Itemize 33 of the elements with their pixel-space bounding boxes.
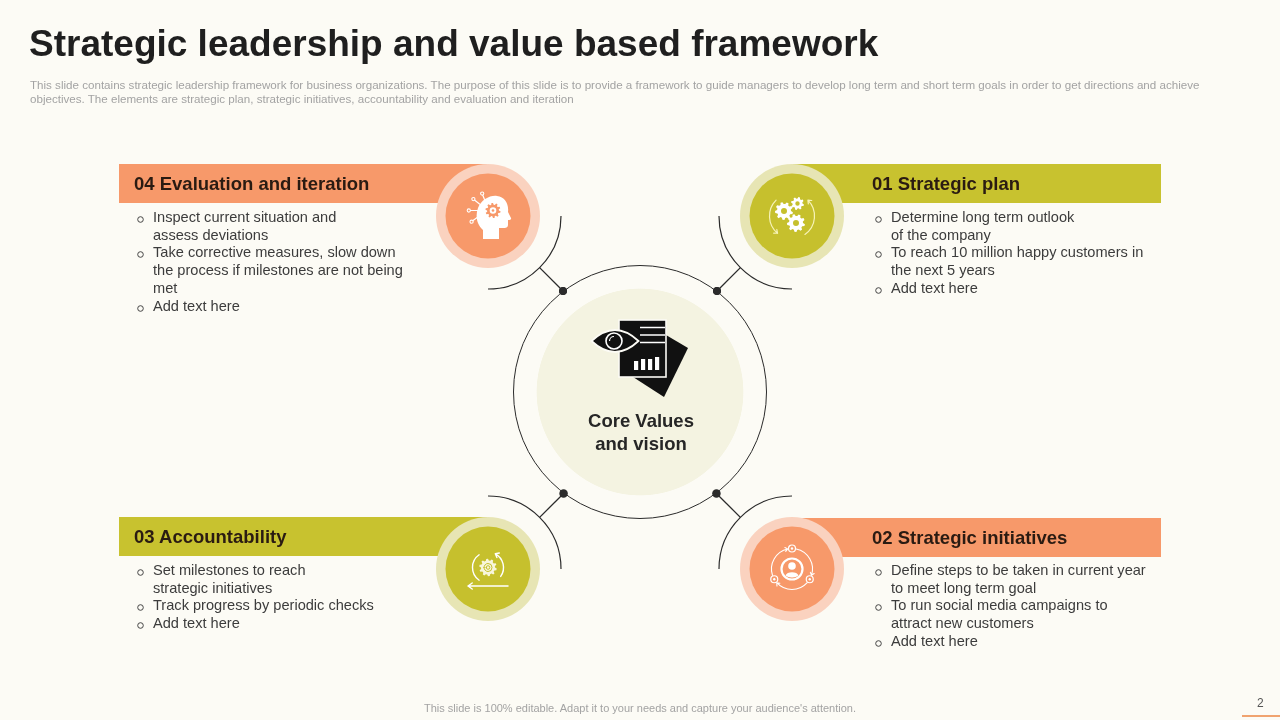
bullet-text: Add text here (891, 279, 979, 298)
section-heading: 03 Accountability (134, 525, 287, 549)
section-band (119, 517, 436, 556)
section-heading: 04 Evaluation and iteration (134, 172, 370, 196)
section-band (844, 164, 1161, 203)
footer-note: This slide is 100% editable. Adapt it to your needs and capture your audience's attention. (424, 702, 856, 715)
connector-line (538, 489, 568, 519)
icon-circle (436, 495, 562, 621)
connector-line (712, 266, 742, 296)
icon-circle (436, 164, 562, 290)
slide-description: This slide contains strategic leadership framework for business organizations. The purpose of this slide is to provide a framework to guide managers to develop long term and short term goals in order to get directions and achieve objectives. The elements are strategic plan, strategic initiatives, accountability and evaluation and iteration (30, 78, 1201, 106)
bullet-text: Inspect current situation and assess deviations (153, 209, 338, 245)
bullet-text: Set milestones to reach strategic initiatives (153, 562, 307, 598)
bullet-text: Add text here (153, 297, 241, 316)
bullet-text: Determine long term outlook of the company (891, 209, 1076, 245)
bullet-text: Add text here (153, 615, 241, 633)
icon-circle (718, 495, 844, 621)
bullet-text: To run social media campaigns to attract new customers (891, 597, 1109, 633)
bullet-text: To reach 10 million happy customers in the next 5 years (891, 244, 1145, 280)
bullet-text: Add text here (891, 632, 979, 651)
bullet-text: Take corrective measures, slow down the process if milestones are not being met (153, 244, 404, 298)
slide-title: Strategic leadership and value based framework (29, 23, 879, 65)
core-label: Core Values and vision (587, 409, 695, 455)
section-heading: 01 Strategic plan (872, 172, 1021, 196)
icon-circle (718, 164, 844, 290)
bullet-text: Track progress by periodic checks (153, 597, 375, 616)
connector-line (712, 489, 742, 519)
bullet-text: Define steps to be taken in current year to meet long term goal (891, 562, 1147, 598)
section-band (844, 518, 1161, 557)
page-number: 2 (1257, 696, 1264, 710)
connector-line (538, 266, 568, 296)
section-heading: 02 Strategic initiatives (872, 526, 1068, 550)
section-band (119, 164, 436, 203)
